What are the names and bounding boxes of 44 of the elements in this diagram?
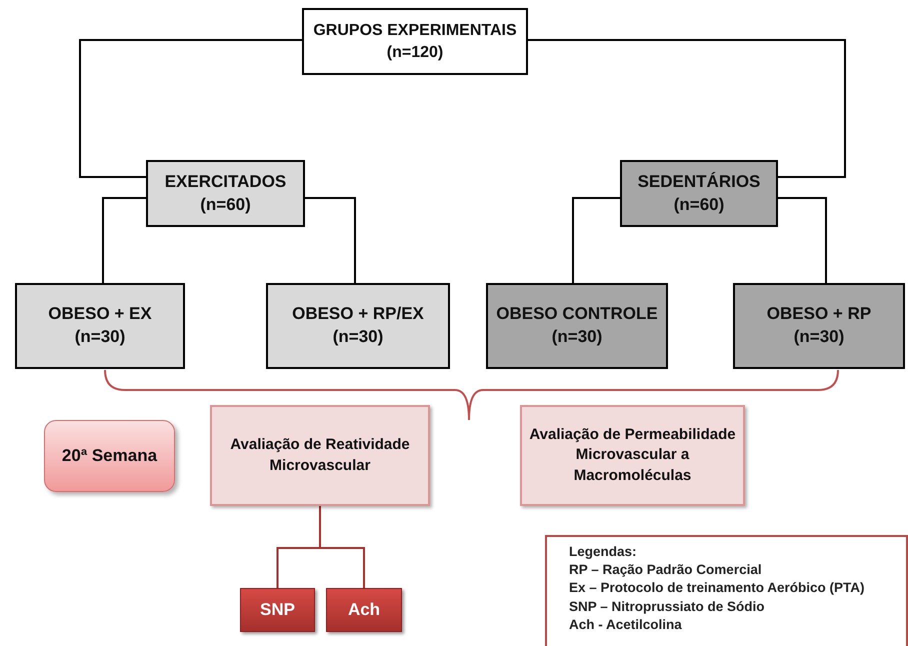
node-count: (n=30) [74, 326, 126, 348]
group-box [620, 160, 778, 227]
node-count: (n=30) [552, 326, 602, 348]
node-label: SEDENTÁRIOS [638, 170, 760, 193]
node-label: Avaliação de Reatividade Microvascular [229, 435, 411, 476]
group-box [266, 283, 450, 369]
legend-entry: Ach - Acetilcolina [569, 616, 682, 634]
node-label: OBESO + RP [766, 303, 872, 326]
node-count: (n=30) [332, 326, 384, 348]
group-box [733, 283, 905, 369]
node-label: Ach [348, 598, 380, 621]
time-badge [44, 420, 175, 492]
connector-line [79, 39, 302, 178]
group-box [486, 283, 668, 369]
group-box [146, 160, 305, 227]
node-label: SNP [260, 598, 295, 621]
process-box [240, 588, 315, 632]
node-label: OBESO CONTROLE [496, 303, 658, 326]
group-box [302, 8, 528, 75]
node-label: GRUPOS EXPERIMENTAIS [313, 20, 517, 41]
group-box [15, 283, 185, 369]
node-count: (n=60) [200, 194, 251, 216]
process-box [210, 405, 430, 506]
process-box [520, 405, 745, 506]
connector-line [778, 197, 827, 283]
connector-line [319, 506, 365, 588]
node-label: Avaliação de Permeabilidade Microvascular a Macromoléculas [528, 425, 737, 486]
node-label: OBESO + EX [48, 303, 152, 326]
node-label: 20ª Semana [62, 444, 158, 467]
node-label: EXERCITADOS [164, 170, 286, 193]
legend-entry: RP – Ração Padrão Comercial [569, 561, 762, 580]
node-count: (n=60) [674, 194, 724, 216]
legend-title: Legendas: [569, 543, 637, 561]
connector-line [102, 197, 146, 283]
node-count: (n=30) [794, 326, 844, 348]
legend-box [545, 535, 908, 646]
process-box [326, 588, 402, 632]
connector-line [572, 197, 620, 283]
connector-line [528, 39, 846, 178]
node-label: OBESO + RP/EX [292, 303, 424, 326]
legend-entry: Ex – Protocolo de treinamento Aeróbico (PTA) [569, 579, 865, 598]
node-count: (n=120) [386, 42, 444, 62]
legend-entry: SNP – Nitroprussiato de Sódio [569, 598, 765, 616]
connector-line [305, 197, 356, 283]
